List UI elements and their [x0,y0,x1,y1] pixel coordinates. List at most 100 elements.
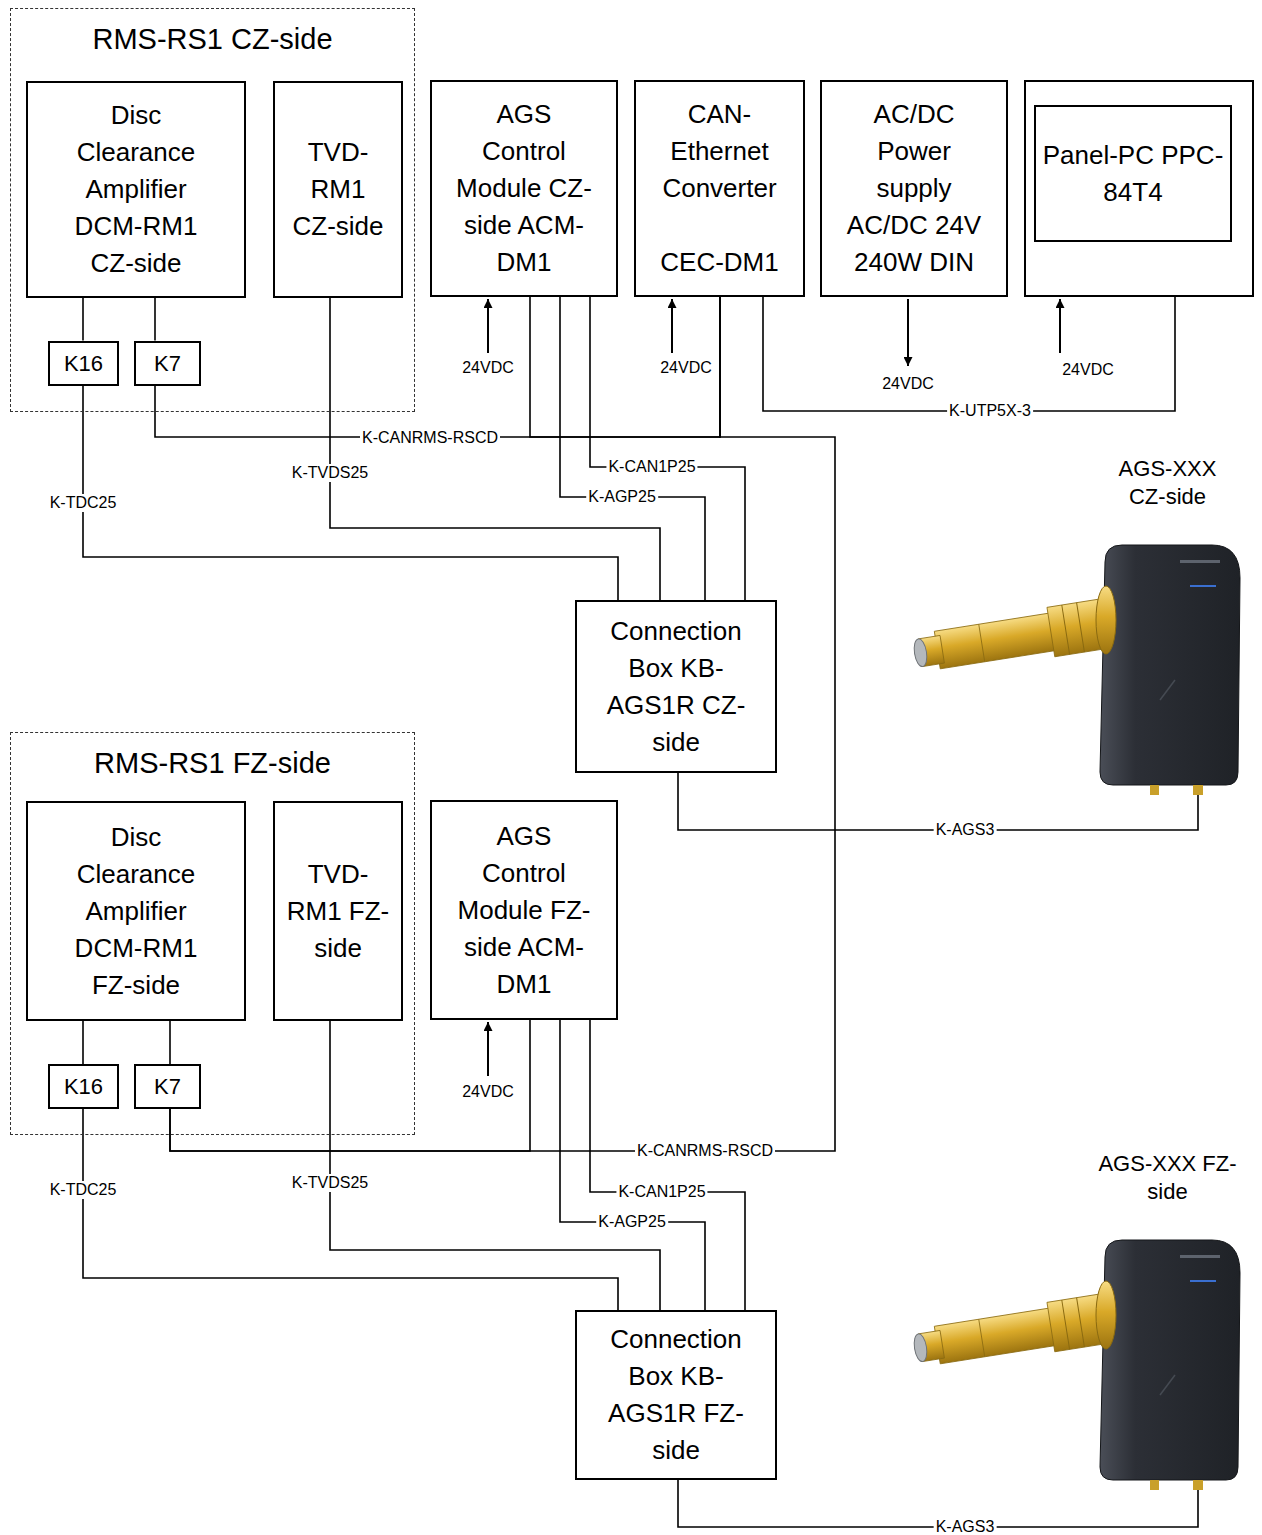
cable-line [169,1021,171,1064]
cable-line [330,298,660,600]
power-supply-box: AC/DC Power supply AC/DC 24V 240W DIN [820,80,1008,297]
voltage-label: 24VDC [1060,361,1116,379]
node-label: TVD-RM1 FZ-side [286,856,391,967]
actuator-illustration [911,1240,1240,1490]
power-arrow [487,299,489,353]
connector-box: K16 [48,1064,119,1109]
voltage-label: 24VDC [880,375,936,393]
node-label: AGS-XXX FZ-side [1098,1150,1238,1206]
power-arrow [487,1022,489,1076]
cable-label-holder: K-CANRMS-RSCD [360,429,500,447]
cable-label-holder: K-AGS3 [934,821,997,839]
panel-pc-box: Panel-PC PPC-84T4 [1024,80,1254,297]
node-content: Panel-PC PPC-84T4 [1026,82,1252,295]
cable-line [763,297,1175,411]
amplifier-box: Disc Clearance Amplifier DCM-RM1 FZ-side [26,801,246,1021]
node-label: CEC-DM1 [660,244,778,281]
node-content: K16 [50,1066,117,1107]
node-content: Connection Box KB-AGS1R CZ-side [577,602,775,771]
amplifier-box: Disc Clearance Amplifier DCM-RM1 CZ-side [26,81,246,298]
cable-label: K-TDC25 [48,494,119,512]
cable-label-holder: K-TVDS25 [290,464,370,482]
node-label: Connection Box KB-AGS1R CZ-side [601,613,751,761]
cable-label: K-AGS3 [934,821,997,839]
node-content: K7 [136,1066,199,1107]
voltage-label: 24VDC [460,1083,516,1101]
node-content: AGS Control Module FZ-side ACM-DM1 [432,802,616,1018]
cable-label: K-TVDS25 [290,464,370,482]
power-arrow [671,299,673,353]
connector-box: K7 [134,341,201,386]
converter-box: CAN-Ethernet ConverterCEC-DM1 [634,80,805,297]
group-frame: RMS-RS1 FZ-sideDisc Clearance Amplifier … [10,732,415,1135]
cable-label: K-AGP25 [586,488,658,506]
cable-label: K-CAN1P25 [606,458,697,476]
cable-label-holder: K-CAN1P25 [616,1183,707,1201]
module-box: TVD-RM1 CZ-side [273,81,403,298]
cable-line [170,1020,530,1151]
cable-line [590,1020,745,1310]
cable-label: K-AGP25 [596,1213,668,1231]
cable-label: K-UTP5X-3 [947,402,1033,420]
node-content: AGS-XXX CZ-side [895,455,1240,795]
node-content: TVD-RM1 FZ-side [275,803,401,1019]
cable-label-holder: K-AGP25 [596,1213,668,1231]
actuator-illustration [911,545,1240,795]
node-content: TVD-RM1 CZ-side [275,83,401,296]
node-content: Disc Clearance Amplifier DCM-RM1 CZ-side [28,83,244,296]
connector-box: K7 [134,1064,201,1109]
module-box: AGS Control Module FZ-side ACM-DM1 [430,800,618,1020]
cable-line [170,297,835,1151]
voltage-label-holder: 24VDC [880,375,936,393]
actuator: AGS-XXX FZ-side [895,1150,1240,1490]
group-title: RMS-RS1 FZ-side [94,743,331,784]
cable-label: K-AGS3 [934,1518,997,1535]
cable-label-holder: K-TVDS25 [290,1174,370,1192]
voltage-label: 24VDC [460,359,516,377]
cable-line [330,1021,660,1310]
cable-label-holder: K-TDC25 [48,494,119,512]
node-content: AGS Control Module CZ-side ACM-DM1 [432,82,616,295]
node-label: Panel-PC PPC-84T4 [1034,105,1232,242]
node-label: K16 [64,1071,103,1102]
cable-label-holder: K-UTP5X-3 [947,402,1033,420]
voltage-label: 24VDC [658,359,714,377]
group-title: RMS-RS1 CZ-side [92,19,332,60]
cable-label-holder: K-CAN1P25 [606,458,697,476]
power-arrow [907,299,909,366]
voltage-label-holder: 24VDC [1060,361,1116,379]
connection-box: Connection Box KB-AGS1R FZ-side [575,1310,777,1480]
cable-line [82,1021,84,1064]
cable-label: K-CANRMS-RSCD [635,1142,775,1160]
module-box: TVD-RM1 FZ-side [273,801,403,1021]
node-label: AC/DC Power supply AC/DC 24V 240W DIN [842,96,987,281]
voltage-label-holder: 24VDC [460,359,516,377]
node-label: Disc Clearance Amplifier DCM-RM1 FZ-side [71,819,201,1004]
cable-line [560,297,705,600]
power-arrow [1059,299,1061,353]
group-frame: RMS-RS1 CZ-sideDisc Clearance Amplifier … [10,8,415,412]
cable-label-holder: K-AGS3 [934,1518,997,1535]
cable-line [83,386,618,601]
node-label: CAN-Ethernet Converter [657,96,782,207]
cable-label: K-CAN1P25 [616,1183,707,1201]
node-label: AGS Control Module FZ-side ACM-DM1 [455,818,593,1003]
cable-line [83,1109,618,1310]
module-box: AGS Control Module CZ-side ACM-DM1 [430,80,618,297]
node-label: K7 [154,348,181,379]
cable-line [82,298,84,341]
actuator: AGS-XXX CZ-side [895,455,1240,795]
node-label: TVD-RM1 CZ-side [286,134,391,245]
cable-line [154,298,156,341]
cable-line [560,1020,705,1310]
cable-line [590,297,745,600]
cable-label: K-TVDS25 [290,1174,370,1192]
node-content: Disc Clearance Amplifier DCM-RM1 FZ-side [28,803,244,1019]
cable-label: K-TDC25 [48,1181,119,1199]
cable-label-holder: K-AGP25 [586,488,658,506]
cable-label-holder: K-CANRMS-RSCD [635,1142,775,1160]
node-content: AC/DC Power supply AC/DC 24V 240W DIN [822,82,1006,295]
